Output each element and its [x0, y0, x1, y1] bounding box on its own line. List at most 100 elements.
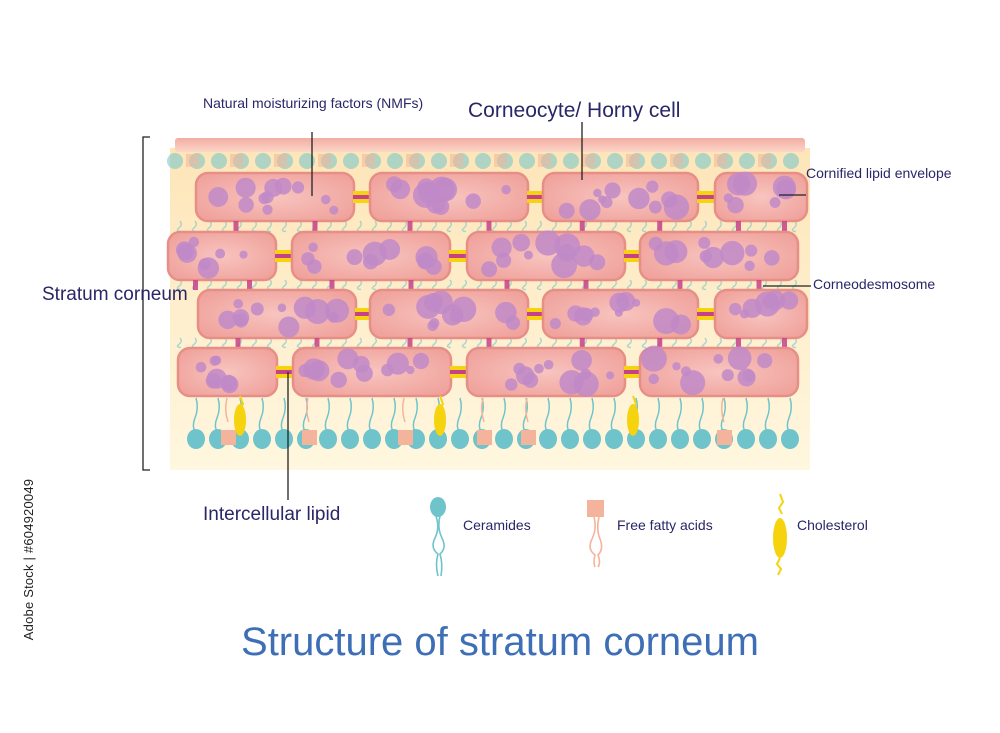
- lipid-tail: [521, 279, 527, 291]
- nmf-granule: [559, 370, 584, 395]
- corneodesmosome: [450, 370, 468, 374]
- fatty-acid-head-top: [450, 154, 463, 167]
- stratum-corneum-label: Stratum corneum: [42, 284, 188, 305]
- nmf-granule: [723, 193, 734, 203]
- nmf-granule: [491, 237, 512, 258]
- ceramide-head: [539, 429, 557, 449]
- nmf-granule: [574, 307, 593, 326]
- nmf-granule: [235, 177, 256, 198]
- nmf-granule: [427, 320, 438, 332]
- lipid-tail: [281, 337, 287, 349]
- fatty-acid-head: [521, 430, 536, 445]
- fatty-acid-head-top: [186, 154, 199, 167]
- legend-fatty-acid-head: [587, 500, 604, 517]
- nmf-granule: [549, 318, 561, 330]
- lipid-lamella: [697, 308, 716, 312]
- nmf-granule: [250, 302, 264, 316]
- corneodesmosome-vertical: [329, 280, 335, 290]
- nmf-granule: [215, 248, 226, 259]
- lipid-tail: [641, 220, 647, 233]
- nmf-granule: [515, 366, 535, 385]
- nmf-granule: [218, 310, 237, 330]
- ceramide-head: [253, 429, 271, 449]
- corneodesmosome: [276, 370, 294, 374]
- nmf-granule: [580, 368, 592, 380]
- corneodesmosome: [353, 195, 371, 199]
- nmf-granule: [606, 371, 615, 380]
- ceramide-head-top: [519, 153, 535, 169]
- nmf-granule: [726, 172, 750, 196]
- lipid-lamella: [624, 250, 641, 254]
- ceramide-head: [319, 429, 337, 449]
- corneodesmosome-vertical: [756, 280, 762, 290]
- nmf-granule: [653, 308, 680, 334]
- fatty-acid-head-top: [538, 154, 551, 167]
- nmf-granule: [258, 192, 270, 205]
- corneodesmosome: [527, 195, 544, 199]
- fatty-acid-tail: [480, 397, 485, 423]
- corneodesmosome-vertical: [782, 221, 787, 232]
- nmf-granule: [327, 311, 339, 323]
- corneodesmosome-vertical: [579, 338, 585, 348]
- lipid-lamella: [697, 199, 716, 203]
- nmf-granule: [465, 193, 481, 209]
- ceramide-head-top: [739, 153, 755, 169]
- lipid-tail: [791, 337, 797, 349]
- lipid-tail: [716, 279, 722, 291]
- corneodesmosome-vertical: [486, 221, 492, 232]
- corneodesmosome-vertical: [312, 221, 318, 232]
- corneodesmosome: [624, 370, 641, 374]
- nmf-granule: [386, 176, 403, 193]
- nmf-granule: [330, 371, 347, 389]
- nmf-granule: [554, 233, 581, 260]
- lipid-tail: [461, 220, 467, 233]
- lipid-lamella: [449, 250, 468, 254]
- lipid-tail: [461, 337, 467, 349]
- nmf-granule: [505, 315, 521, 330]
- ceramide-head: [737, 429, 755, 449]
- legend-cholesterol-label: Cholesterol: [797, 517, 868, 533]
- lipid-lamella: [624, 374, 641, 378]
- corneodesmosome: [449, 254, 468, 258]
- fatty-acid-head-top: [362, 154, 375, 167]
- nmf-granule: [209, 355, 220, 366]
- nmf-granule: [329, 205, 339, 215]
- lipid-tail: [281, 220, 287, 233]
- nmf-granule: [764, 250, 780, 266]
- nmf-granule: [648, 373, 659, 385]
- ceramide-head: [275, 429, 293, 449]
- nmf-granule: [298, 364, 312, 378]
- nmf-granule: [632, 298, 641, 307]
- fatty-acid-head: [477, 430, 492, 445]
- corneodesmosome-vertical: [247, 280, 252, 290]
- lipid-lamella: [276, 366, 294, 370]
- nmf-granule: [386, 352, 409, 375]
- legend-ceramide-tail: [438, 515, 445, 577]
- lipid-lamella: [275, 250, 293, 254]
- nmf-granule: [729, 302, 742, 316]
- lipid-lamella: [527, 191, 544, 195]
- ceramide-head-top: [651, 153, 667, 169]
- legend-fatty-acids-label: Free fatty acids: [617, 517, 713, 533]
- lipid-tail: [626, 337, 632, 349]
- nmf-granule: [362, 253, 379, 270]
- lipid-tail: [356, 279, 362, 291]
- nmf-granule: [504, 378, 518, 391]
- nmf-granule: [558, 202, 575, 219]
- ceramide-head-top: [343, 153, 359, 169]
- nmf-granule: [301, 252, 315, 266]
- corneodesmosome-vertical: [407, 338, 413, 348]
- fatty-acid-head-top: [670, 154, 683, 167]
- ceramide-head-top: [607, 153, 623, 169]
- nmf-granule: [672, 362, 681, 371]
- corneodesmosome-vertical: [504, 280, 510, 290]
- nmf-granule: [238, 197, 254, 213]
- ceramide-head: [583, 429, 601, 449]
- fatty-acid-head-top: [626, 154, 639, 167]
- nmf-granule: [481, 261, 498, 278]
- ceramide-head: [693, 429, 711, 449]
- fatty-acid-head: [302, 430, 317, 445]
- corneodesmosome-vertical: [193, 280, 198, 290]
